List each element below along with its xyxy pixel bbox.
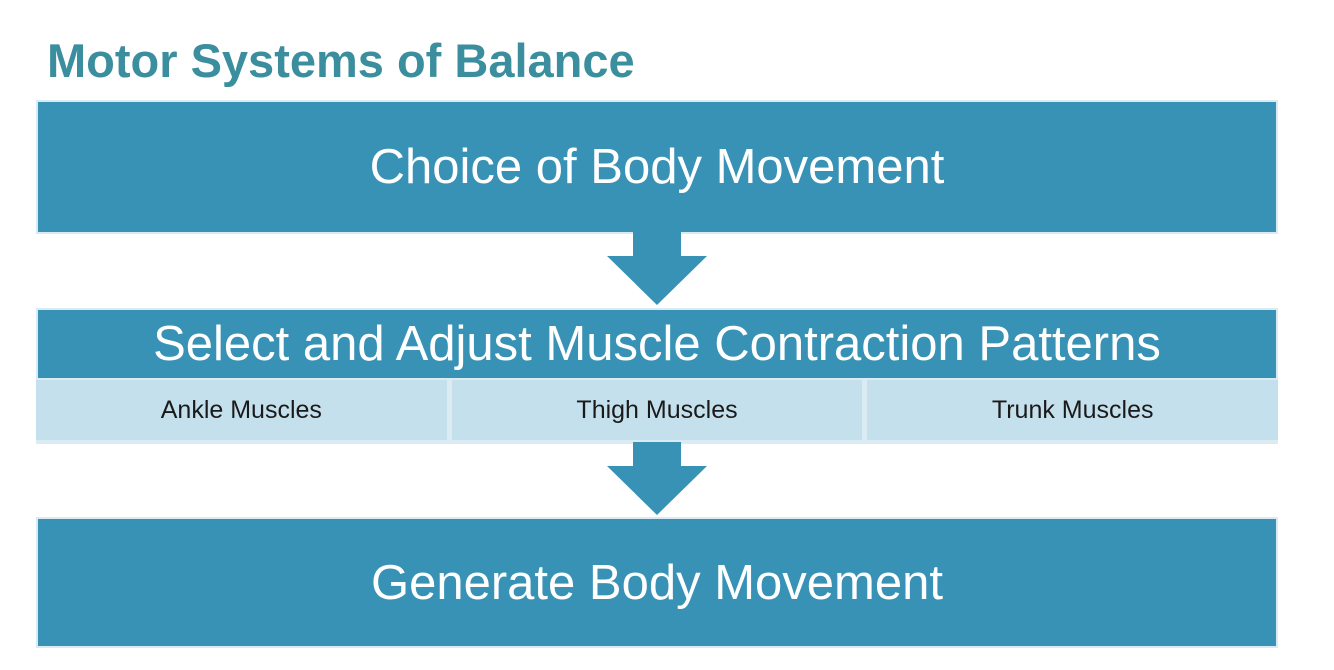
flow-step-generate-body-movement: Generate Body Movement xyxy=(36,517,1278,648)
cell-thigh-muscles: Thigh Muscles xyxy=(451,380,863,440)
cell-ankle-muscles: Ankle Muscles xyxy=(36,380,447,440)
down-arrow-icon xyxy=(607,442,707,515)
cell-trunk-muscles: Trunk Muscles xyxy=(867,380,1279,440)
flow-step-label: Generate Body Movement xyxy=(371,555,943,610)
flow-step-label: Choice of Body Movement xyxy=(369,140,945,194)
flow-step-label: Select and Adjust Muscle Contraction Pat… xyxy=(153,317,1161,371)
flow-step-choice-of-body-movement: Choice of Body Movement xyxy=(36,100,1278,234)
muscle-groups-row: Ankle Muscles Thigh Muscles Trunk Muscle… xyxy=(36,378,1279,444)
flow-step-select-muscle-patterns: Select and Adjust Muscle Contraction Pat… xyxy=(36,308,1278,378)
down-arrow-icon xyxy=(607,232,707,305)
page-title: Motor Systems of Balance xyxy=(47,34,635,88)
